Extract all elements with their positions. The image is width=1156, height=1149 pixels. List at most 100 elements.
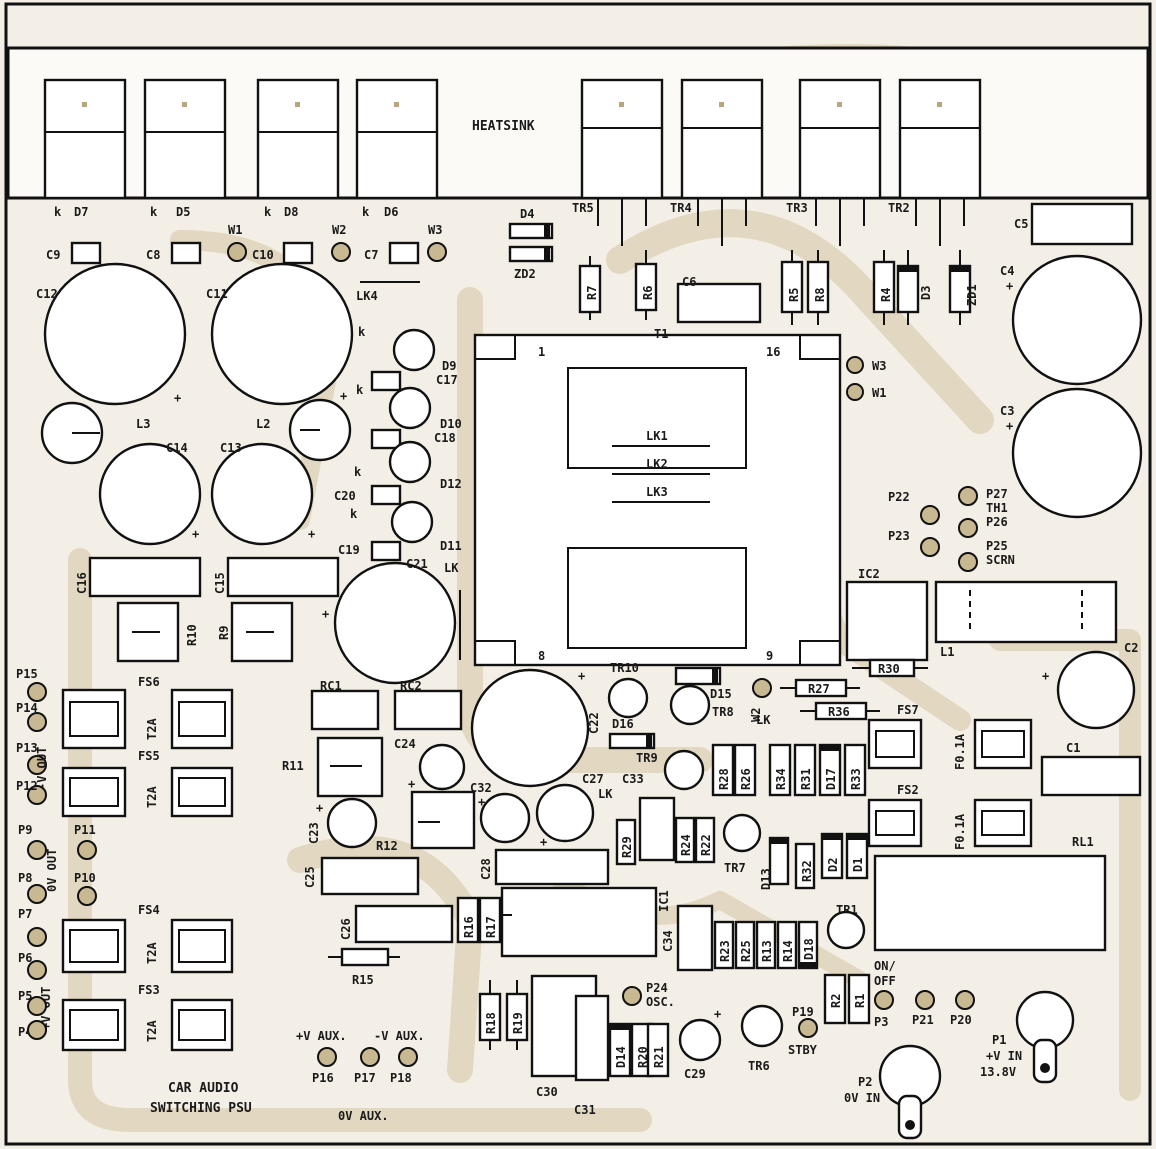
- label-c18: C18: [434, 431, 456, 445]
- resistor-bank-lower: C34 R23 R25 R13 R14 D18: [661, 904, 819, 972]
- label-c7: C7: [364, 248, 378, 262]
- top-row-parts: C9 C8 W1 C10 W2 C7 W3 LK4 D4 ZD2 C5 R7 R…: [46, 202, 1134, 325]
- label-0vin: 0V IN: [844, 1091, 880, 1105]
- label-r19: R19: [511, 1012, 525, 1034]
- label-stby: STBY: [788, 1043, 818, 1057]
- label-t1: T1: [654, 327, 668, 341]
- label-p24: P24: [646, 981, 668, 995]
- label-c27: C27: [582, 772, 604, 786]
- label-tr10: TR10: [610, 661, 639, 675]
- switch-area: R2 R1 ON/ OFF P3 P21 P20: [823, 959, 975, 1029]
- label-ic1: IC1: [657, 890, 671, 912]
- resistor-bank-upper: R28 R26 R34 R31 D17 R33: [711, 743, 867, 797]
- label-c16: C16: [75, 572, 89, 594]
- label-r23: R23: [718, 940, 732, 962]
- board-outline: [4, 2, 1152, 1146]
- plus-mark: +: [340, 389, 347, 403]
- label-p15: P15: [16, 667, 38, 681]
- plus-mark: +: [308, 527, 315, 541]
- device-label: TR4: [670, 201, 692, 215]
- label-r9: R9: [217, 626, 231, 640]
- power-terminals: P1 +V IN 13.8V P2 0V IN: [844, 990, 1075, 1140]
- label-c5: C5: [1014, 217, 1028, 231]
- label-r4: R4: [879, 288, 893, 302]
- label-d9: D9: [442, 359, 456, 373]
- label-r6: R6: [641, 286, 655, 300]
- label-t2a-3: T2A: [145, 942, 159, 964]
- label-p14: P14: [16, 701, 38, 715]
- label-c26: C26: [339, 918, 353, 940]
- ic1-area: C25 C28 IC1 TR1: [303, 848, 866, 958]
- label-c32: C32: [470, 781, 492, 795]
- label-0v-out: 0V OUT: [45, 849, 59, 892]
- label-lk-c27: LK: [598, 787, 613, 801]
- label-r33: R33: [849, 768, 863, 790]
- inductors: L3 L2: [40, 398, 352, 465]
- label-p22: P22: [888, 490, 910, 504]
- label-d11: D11: [440, 539, 462, 553]
- label-p6: P6: [18, 951, 32, 965]
- label-r31: R31: [799, 768, 813, 790]
- heatsink-device: k D6: [355, 78, 439, 219]
- label-k: k: [356, 383, 364, 397]
- label-c1: C1: [1066, 741, 1080, 755]
- right-pads: P22 P23 P27 TH1 P26 P25 SCRN: [888, 486, 1015, 572]
- heatsink-device: TR3: [786, 78, 882, 246]
- board-title-line1: CAR AUDIO: [168, 1081, 239, 1096]
- label-r32: R32: [800, 860, 814, 882]
- device-label: TR5: [572, 201, 594, 215]
- label-d3: D3: [919, 286, 933, 300]
- label-p10: P10: [74, 871, 96, 885]
- label-c23: C23: [307, 822, 321, 844]
- label-c25: C25: [303, 866, 317, 888]
- label-c3: C3: [1000, 404, 1014, 418]
- label-tr8: TR8: [712, 705, 734, 719]
- label-p11: P11: [74, 823, 96, 837]
- left-mid-parts: C16 C15 R10 R9: [75, 556, 340, 663]
- label-r16: R16: [462, 916, 476, 938]
- electrolytic-capacitors: C12+ C11+ C4+ C3+ C14+ C13+ C21+ C22+ C2…: [36, 254, 1143, 788]
- label-r15: R15: [352, 973, 374, 987]
- label-c34: C34: [661, 930, 675, 952]
- transformer-t1: T1 1 16 8 9 LK1 LK2 LK3 W3 W1: [473, 327, 886, 667]
- heatsink-device: TR2: [888, 78, 982, 246]
- label-vaux-pos: +V AUX.: [296, 1029, 347, 1043]
- label-c21: C21: [406, 557, 428, 571]
- label-c30: C30: [536, 1085, 558, 1099]
- device-label: D7: [74, 205, 88, 219]
- label-th1: TH1: [986, 501, 1008, 515]
- label-l3: L3: [136, 417, 150, 431]
- label-d10: D10: [440, 417, 462, 431]
- label-fs7: FS7: [897, 703, 919, 717]
- label-c19: C19: [338, 543, 360, 557]
- label-p18: P18: [390, 1071, 412, 1085]
- label-r36: R36: [828, 705, 850, 719]
- label-pin1: 1: [538, 345, 545, 359]
- label-138v: 13.8V: [980, 1065, 1016, 1079]
- label-lk4: LK4: [356, 289, 378, 303]
- label-pin16: 16: [766, 345, 780, 359]
- label-p27: P27: [986, 487, 1008, 501]
- label-c11: C11: [206, 287, 228, 301]
- label-p12: P12: [16, 779, 38, 793]
- label-t2a-4: T2A: [145, 1020, 159, 1042]
- plus-mark: +: [174, 391, 181, 405]
- left-output-section: P15 P14 P13 -V OUT P12 FS6 T2A FS5 T2A P…: [16, 667, 234, 1052]
- label-fs4: FS4: [138, 903, 160, 917]
- label-w3: W3: [428, 223, 442, 237]
- label-ic2: IC2: [858, 567, 880, 581]
- label-p9: P9: [18, 823, 32, 837]
- label-tr6: TR6: [748, 1059, 770, 1073]
- label-c29: C29: [684, 1067, 706, 1081]
- label-fs5: FS5: [138, 749, 160, 763]
- rc-networks: RC1 RC2 R11 C24: [282, 679, 466, 798]
- timing-parts: C26 R16 R17 R15: [328, 896, 502, 987]
- label-neg-v-out: -V OUT: [35, 747, 49, 790]
- label-c8: C8: [146, 248, 160, 262]
- heatsink-label: HEATSINK: [472, 119, 535, 134]
- label-p23: P23: [888, 529, 910, 543]
- device-label: TR3: [786, 201, 808, 215]
- label-c9: C9: [46, 248, 60, 262]
- label-c12: C12: [36, 287, 58, 301]
